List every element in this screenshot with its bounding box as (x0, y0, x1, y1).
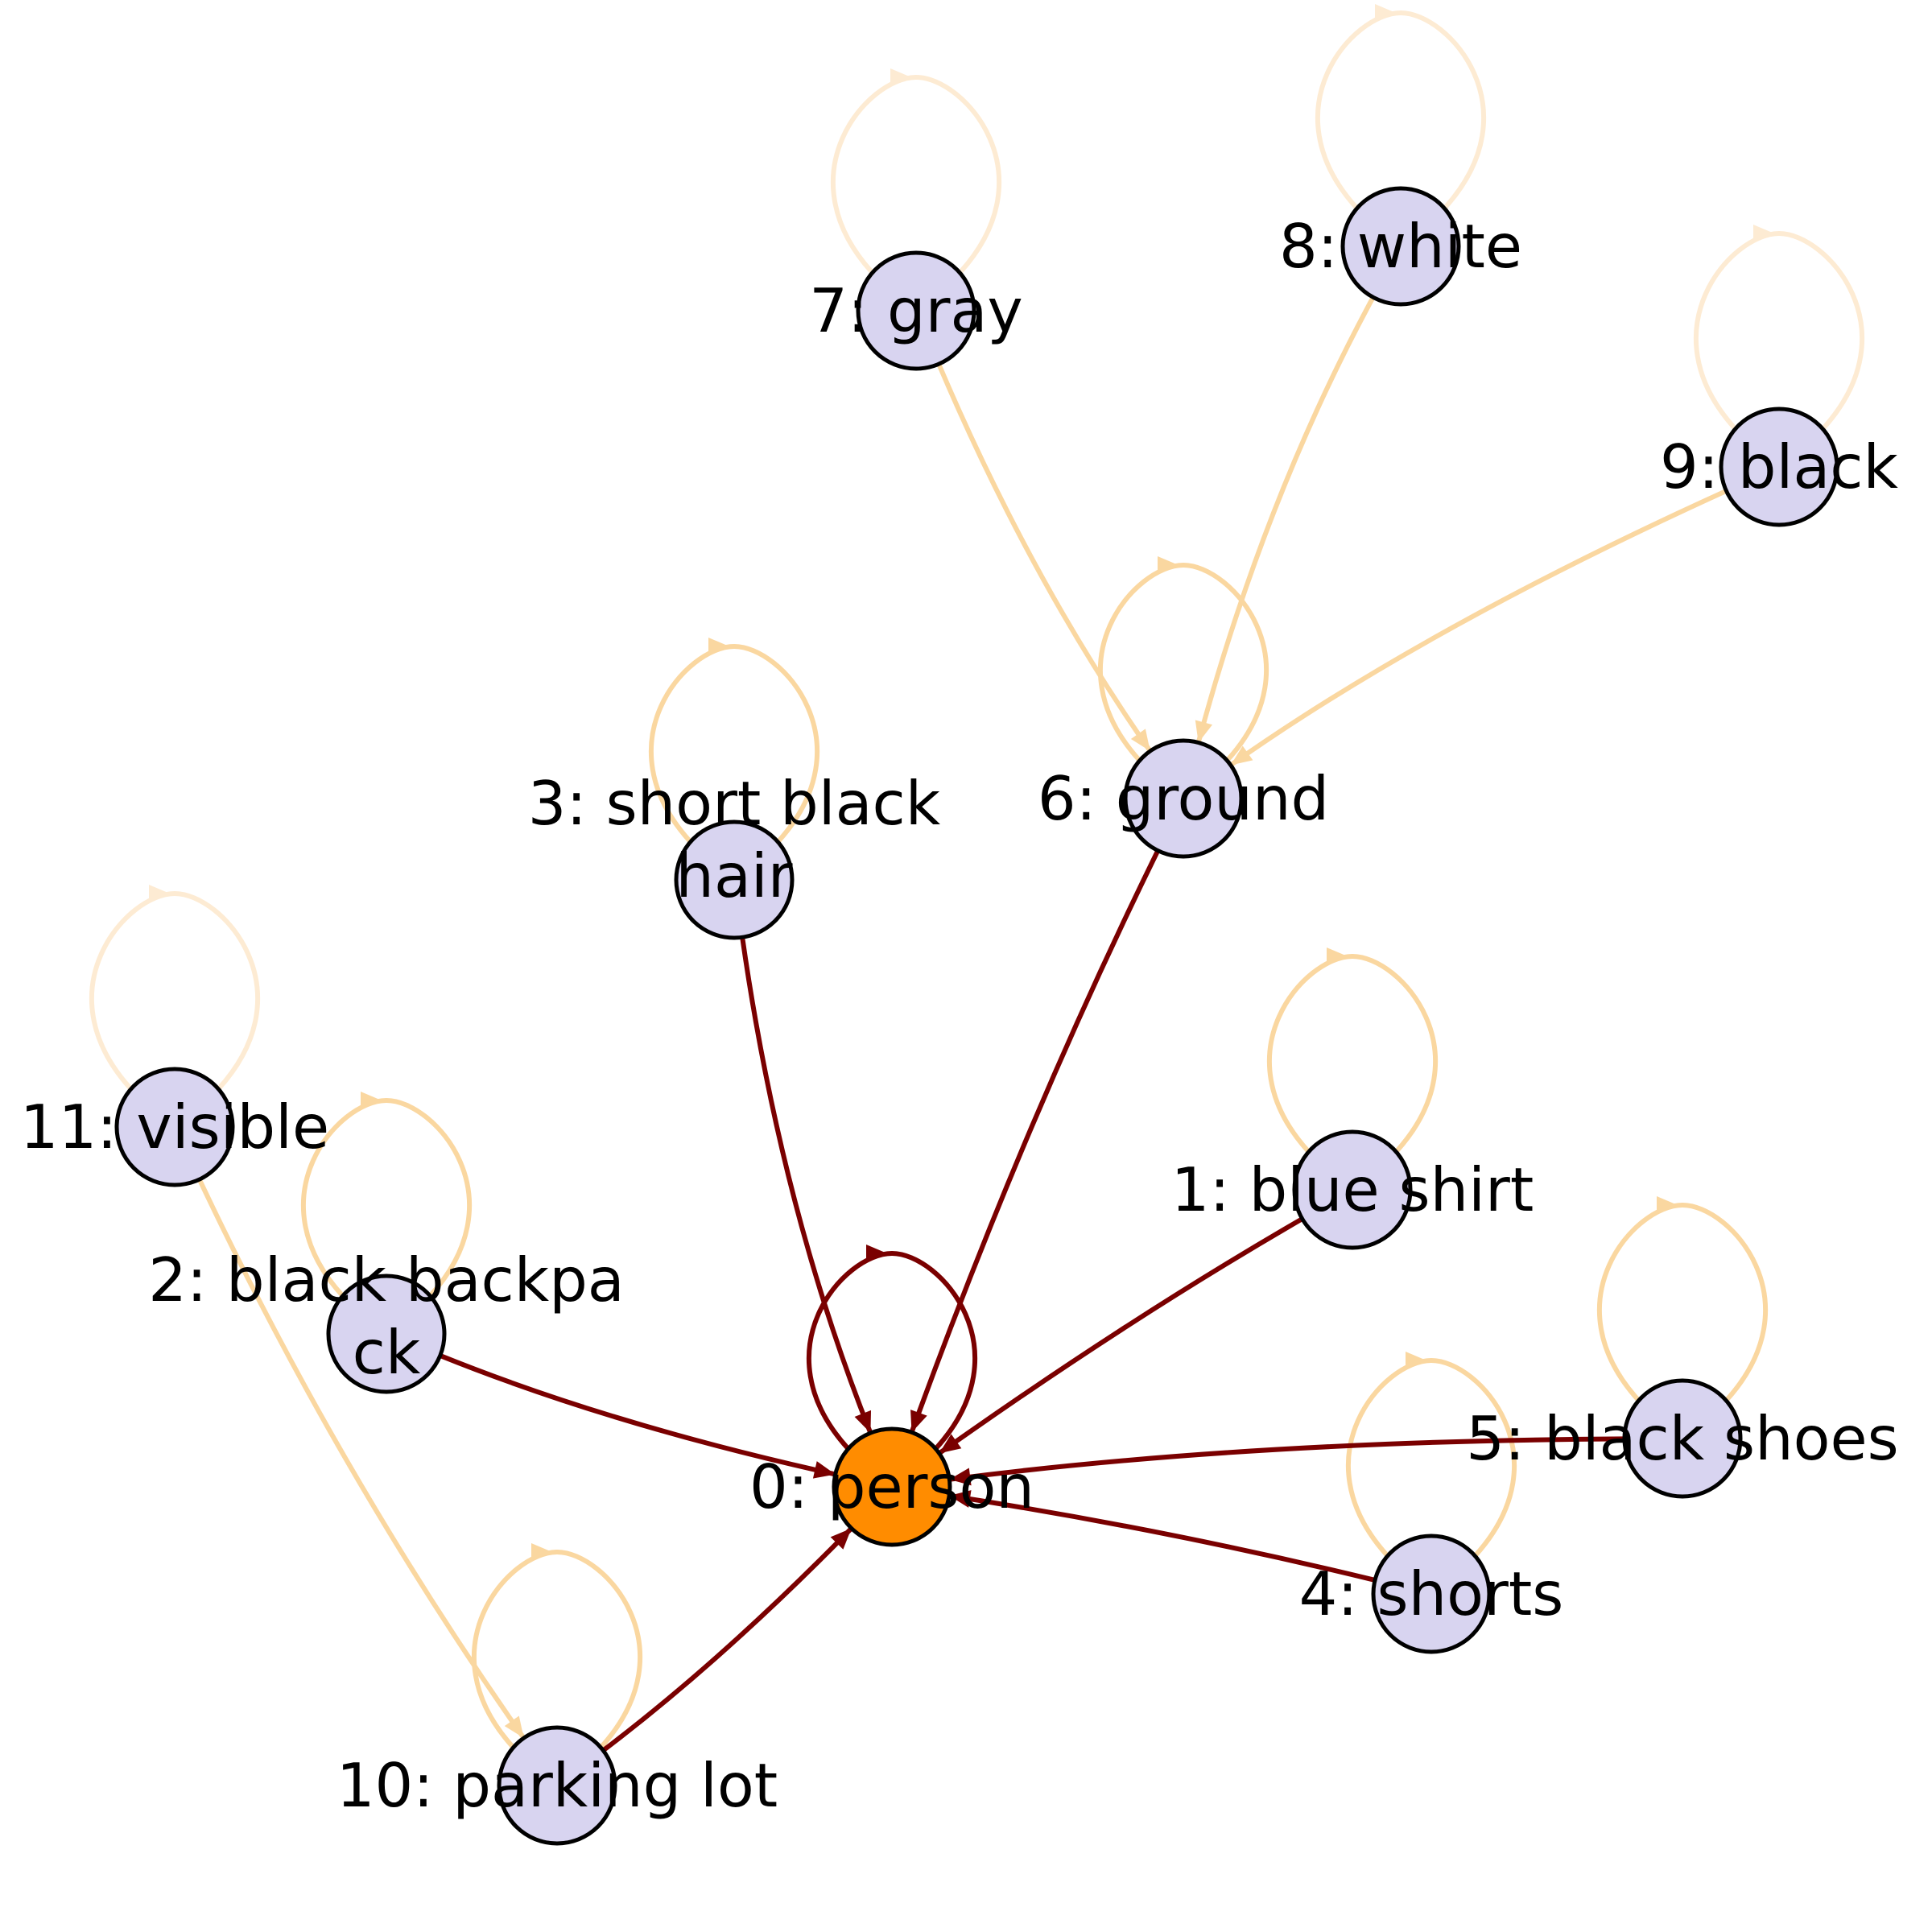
nodes (114, 186, 1839, 1846)
node-label-6-line-0: 6: ground (1038, 763, 1329, 834)
edge-arrow-7-to-6 (1130, 729, 1150, 751)
edge-1-to-0 (938, 1216, 1304, 1455)
self-loop-7 (831, 74, 1001, 275)
node-2 (326, 1274, 447, 1394)
self-loop-1 (1267, 953, 1438, 1154)
node-label-10-line-0: 10: parking lot (336, 1750, 778, 1821)
node-label-2-line-1: ck (353, 1317, 421, 1388)
node-label-9-line-0: 9: black (1660, 431, 1898, 502)
node-label-1-line-0: 1: blue shirt (1171, 1154, 1534, 1225)
edge-arrow-4-to-0 (949, 1490, 972, 1508)
edge-10-to-0 (601, 1526, 853, 1752)
self-loop-11 (89, 890, 260, 1091)
node-label-9: 9: black (1660, 431, 1898, 502)
edge-9-to-6 (1229, 489, 1728, 767)
self-loop-6 (1098, 562, 1269, 762)
node-label-1: 1: blue shirt (1171, 1154, 1534, 1225)
node-label-4: 4: shorts (1299, 1558, 1564, 1629)
self-loop-8 (1315, 10, 1486, 210)
self-loop-0 (807, 1250, 977, 1451)
self-loop-arrow-9 (1753, 225, 1774, 242)
node-9 (1719, 407, 1839, 527)
self-loop-5 (1597, 1202, 1768, 1402)
edge-4-to-0 (948, 1493, 1376, 1583)
edge-8-to-6 (1195, 295, 1376, 744)
edge-arrow-8-to-6 (1195, 720, 1213, 743)
node-1 (1292, 1129, 1413, 1250)
self-loop-arrow-11 (149, 885, 170, 902)
node-label-8-line-0: 8: white (1279, 211, 1522, 282)
node-label-11: 11: visible (20, 1092, 329, 1162)
edge-arrow-11-to-10 (504, 1715, 524, 1739)
edge-2-to-0 (439, 1353, 836, 1477)
node-3 (674, 819, 795, 940)
node-label-8: 8: white (1279, 211, 1522, 282)
node-4 (1371, 1534, 1492, 1654)
node-label-0-line-0: 0: person (749, 1451, 1034, 1522)
node-label-7-line-0: 7: gray (809, 275, 1023, 346)
self-loop-arrow-6 (1158, 556, 1179, 574)
node-label-5-line-0: 5: black shoes (1466, 1403, 1898, 1474)
edge-3-to-0 (740, 936, 873, 1435)
edge-arrow-6-to-0 (910, 1410, 927, 1433)
node-label-11-line-0: 11: visible (20, 1092, 329, 1162)
self-loop-9 (1694, 230, 1864, 431)
node-label-3-line-1: hair (675, 840, 792, 911)
node-label-10: 10: parking lot (336, 1750, 778, 1821)
edge-arrow-5-to-0 (949, 1468, 972, 1486)
node-label-5: 5: black shoes (1466, 1403, 1898, 1474)
edge-arrow-2-to-0 (812, 1461, 836, 1479)
node-8 (1340, 186, 1461, 307)
node-label-3-line-0: 3: short black (528, 768, 941, 839)
node-7 (856, 250, 976, 371)
node-10 (497, 1725, 617, 1846)
node-label-0: 0: person (749, 1451, 1034, 1522)
self-loop-4 (1346, 1357, 1517, 1558)
node-6 (1123, 738, 1244, 859)
node-11 (114, 1067, 235, 1187)
edge-6-to-0 (909, 849, 1161, 1434)
edge-7-to-6 (936, 363, 1153, 753)
self-loop-2 (301, 1097, 472, 1298)
self-loop-arrow-3 (708, 638, 729, 655)
node-label-6: 6: ground (1038, 763, 1329, 834)
self-loop-arrow-7 (890, 68, 911, 86)
edge-5-to-0 (949, 1436, 1625, 1482)
self-loop-arrow-4 (1406, 1352, 1426, 1369)
node-label-2-line-0: 2: black backpa (148, 1245, 625, 1315)
self-loop-arrow-10 (531, 1543, 552, 1561)
center-node (832, 1426, 952, 1547)
edge-arrow-1-to-0 (939, 1434, 962, 1454)
self-loop-arrow-0 (866, 1245, 887, 1262)
self-loop-3 (649, 643, 819, 844)
edge-arrow-9-to-6 (1230, 745, 1253, 766)
self-loop-arrow-8 (1375, 4, 1396, 22)
self-loop-arrow-2 (361, 1092, 382, 1109)
edges (197, 295, 1728, 1752)
self-loops (89, 4, 1864, 1749)
self-loop-arrow-1 (1327, 947, 1348, 965)
node-label-4-line-0: 4: shorts (1299, 1558, 1564, 1629)
node-label-7: 7: gray (809, 275, 1023, 346)
self-loop-arrow-5 (1657, 1196, 1678, 1214)
edge-arrow-10-to-0 (830, 1528, 852, 1550)
node-5 (1622, 1378, 1743, 1499)
edge-arrow-3-to-0 (854, 1410, 872, 1434)
edge-11-to-10 (197, 1178, 526, 1740)
self-loop-10 (472, 1549, 642, 1749)
